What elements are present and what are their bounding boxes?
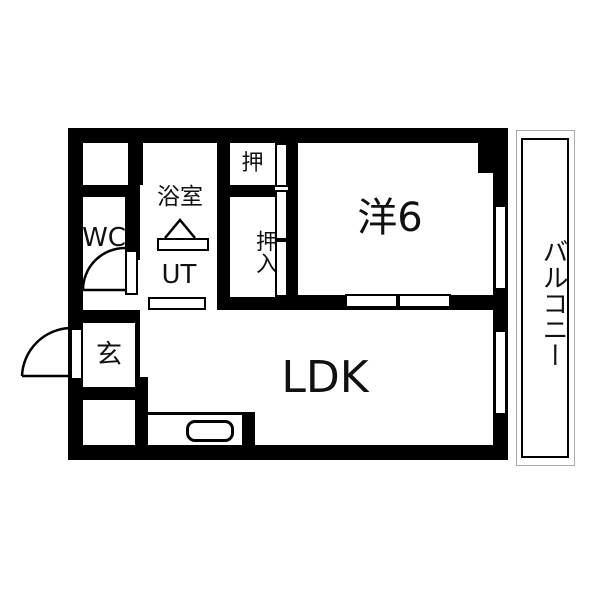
closet-upper <box>230 143 275 185</box>
bedroom-sliding-door-panel-1[interactable] <box>345 294 398 308</box>
exterior-wall-top <box>68 128 508 143</box>
ut-label: UT <box>161 260 197 290</box>
bath-entry-triangle-icon <box>164 218 196 239</box>
wc-door-leaf[interactable] <box>125 250 138 295</box>
bathroom-label: 浴室 <box>157 183 203 210</box>
closet-sliding-panel-3[interactable] <box>275 240 288 297</box>
closet-lower-label: 押入 <box>252 230 277 274</box>
room-bathroom <box>143 172 217 238</box>
ut-door[interactable] <box>148 297 206 310</box>
wc-label: WC <box>82 223 126 253</box>
yoshitsu6-label: 洋6 <box>357 194 423 241</box>
room-wc <box>83 197 125 293</box>
genkan-label: 玄 <box>95 340 122 370</box>
closet-sliding-panel-2[interactable] <box>275 190 288 240</box>
wall-closet-right <box>288 143 298 310</box>
balcony-area <box>521 138 569 458</box>
entrance-door-leaf[interactable] <box>70 328 83 380</box>
closet-lower <box>230 197 275 297</box>
wall-between-closets <box>230 185 275 197</box>
room-yoshitsu6 <box>298 143 478 295</box>
room-ut <box>140 253 218 297</box>
balcony-window-lower[interactable] <box>494 330 507 415</box>
wall-between-bath-closet <box>217 143 230 310</box>
balcony-label: バルコニー <box>538 238 568 368</box>
wall-genkan-bottom <box>68 387 148 400</box>
storage-top-left <box>83 143 125 185</box>
wc-door-swing-icon[interactable] <box>81 246 133 296</box>
wall-bath-left-upper <box>128 143 143 185</box>
wall-kitchen-right <box>242 412 255 445</box>
bedroom-sliding-door-panel-2[interactable] <box>398 294 451 308</box>
wall-genkan-top <box>68 310 140 323</box>
bathroom-door[interactable] <box>157 238 209 251</box>
wall-wc-right <box>125 185 140 260</box>
kitchen-sink <box>186 420 234 442</box>
room-genkan <box>83 323 135 387</box>
closet-sliding-panel-1[interactable] <box>275 143 288 187</box>
wall-closet-bottom <box>217 297 298 310</box>
kitchen-counter-edge <box>148 412 242 415</box>
ldk-hallway-opening <box>140 322 150 377</box>
ldk-label: LDK <box>281 352 369 403</box>
wall-shoe-cupboard-right <box>135 400 148 445</box>
entrance-door-swing-icon[interactable] <box>20 326 76 384</box>
closet-upper-label: 押 <box>241 151 264 176</box>
shoe-cupboard <box>83 400 135 445</box>
exterior-wall-bottom <box>68 445 508 460</box>
exterior-wall-left <box>68 128 83 460</box>
balcony-window-upper[interactable] <box>494 205 507 290</box>
wall-pillar-top-right <box>478 128 508 173</box>
